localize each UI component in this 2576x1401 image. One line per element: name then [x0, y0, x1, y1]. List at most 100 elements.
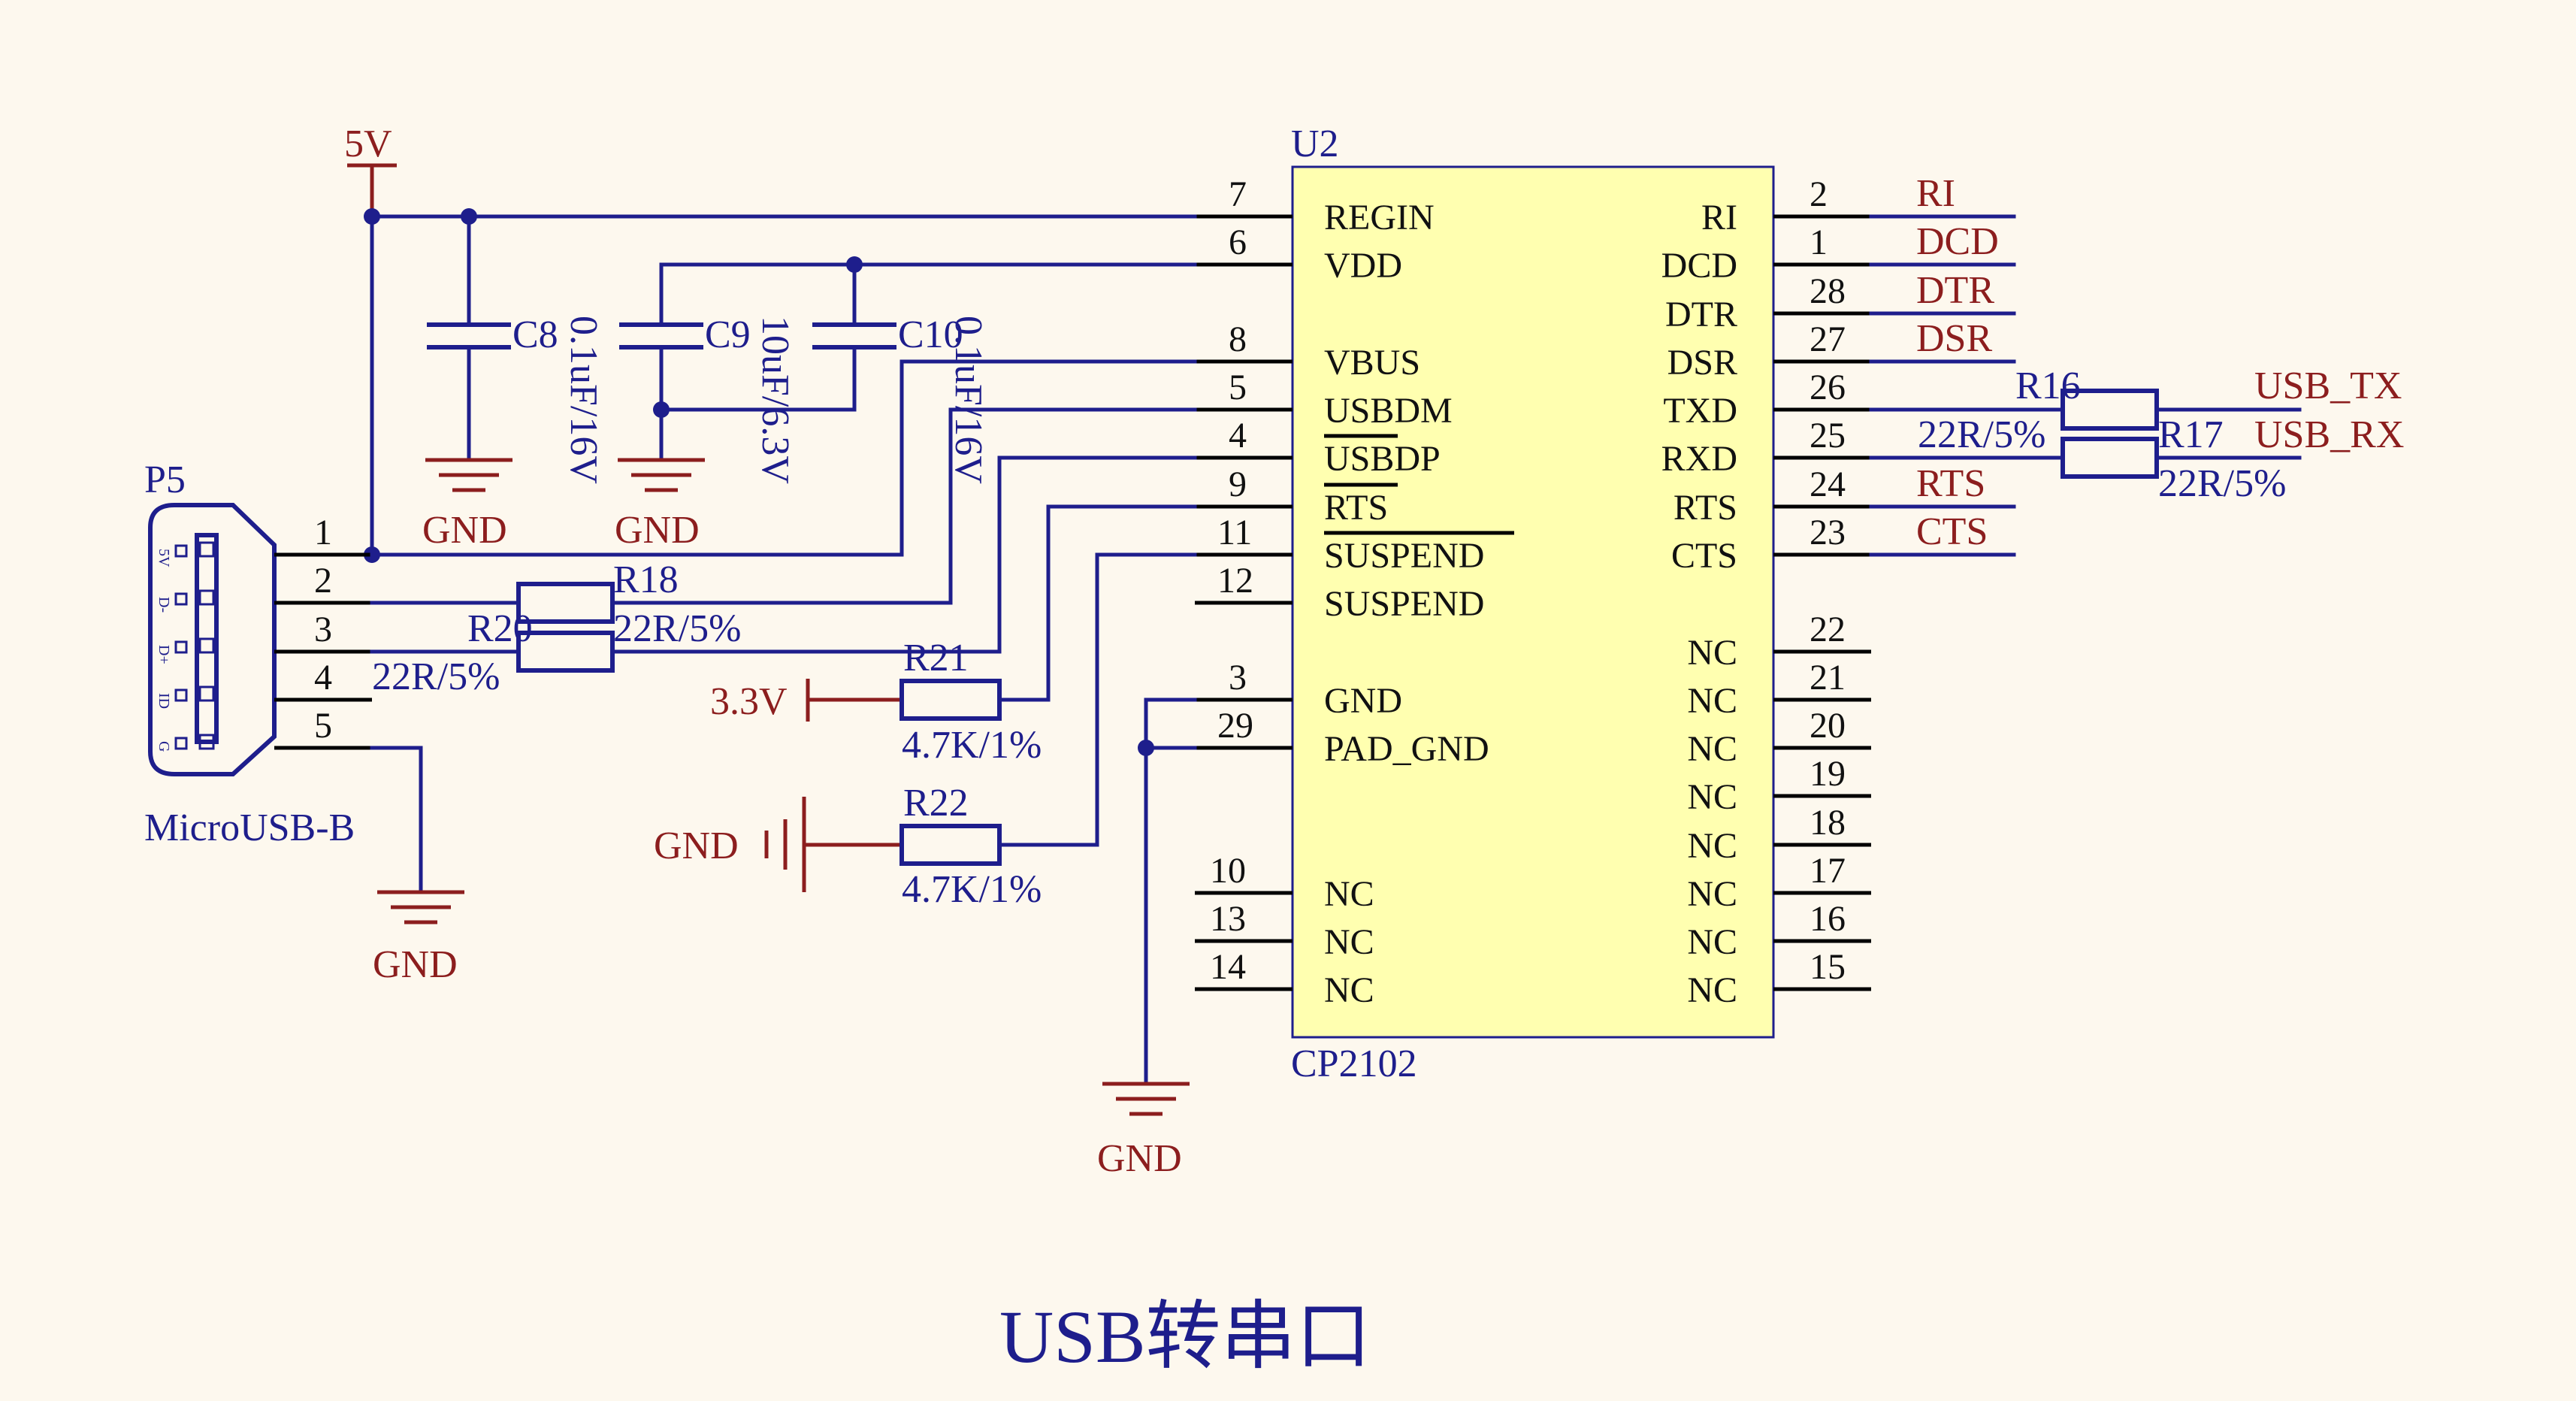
pin-name: NC — [1687, 729, 1737, 769]
net-label-dcd: DCD — [1916, 220, 1999, 263]
pin-number: 2 — [314, 561, 332, 601]
r20-ref: R20 — [467, 607, 533, 650]
resistor-r18 — [516, 582, 615, 624]
pin-name: RTS — [1673, 488, 1737, 528]
pin-number: 25 — [1810, 416, 1846, 455]
pad-label: 5V — [156, 549, 172, 567]
vdd-net — [653, 256, 1197, 461]
r16-value: 22R/5% — [1918, 413, 2045, 456]
c8-ref: C8 — [512, 313, 558, 356]
pin-name: NC — [1687, 777, 1737, 817]
pad — [174, 737, 188, 750]
usb-connector-p5: P5 5V D- D+ ID G MicroUSB-B 1 2 3 4 5 — [144, 458, 372, 849]
gnd-label: GND — [1097, 1137, 1182, 1180]
pin-name: NC — [1687, 681, 1737, 721]
net-label-rts: RTS — [1916, 462, 1985, 505]
junction — [846, 256, 863, 273]
right-net-labels: RI DCD DTR DSR RTS CTS — [1869, 172, 2016, 557]
pin-number: 5 — [314, 706, 332, 746]
pad — [198, 734, 215, 750]
c9-value: 10uF/6.3V — [754, 316, 797, 484]
resistor-r17 — [2060, 437, 2159, 479]
pin-number: 18 — [1810, 803, 1846, 843]
pin-name: DTR — [1665, 295, 1737, 334]
r17-ref: R17 — [2158, 413, 2224, 456]
pin-number: 6 — [1229, 222, 1247, 262]
pin-number: 23 — [1810, 513, 1846, 552]
capacitor-c10: C10 0.1uF/16V — [812, 313, 990, 484]
pin-number: 3 — [314, 610, 332, 649]
r20-value: 22R/5% — [372, 655, 500, 698]
pad-label: G — [156, 741, 172, 752]
pin-name: REGIN — [1324, 198, 1435, 238]
pin-name: RI — [1701, 198, 1737, 238]
net-label-dtr: DTR — [1916, 269, 1994, 312]
resistor-r22 — [899, 824, 1002, 866]
gnd-label: GND — [422, 509, 507, 552]
gnd-label-r22: GND — [654, 825, 739, 867]
pin-name: NC — [1687, 970, 1737, 1010]
gnd-symbol-chip: GND — [1097, 697, 1197, 1180]
pin-number: 24 — [1810, 464, 1846, 504]
pin-number: 20 — [1810, 706, 1846, 746]
resistor-r22-group: GND R22 4.7K/1% — [654, 552, 1197, 911]
chip-pin: 2RI — [1701, 174, 1871, 238]
r21-ref: R21 — [903, 637, 969, 679]
pin-name: VBUS — [1324, 343, 1420, 383]
gnd-label: GND — [373, 943, 458, 986]
gnd-symbol-connector: GND — [370, 746, 464, 986]
pin-name: SUSPEND — [1324, 536, 1484, 576]
pin-name: USBDM — [1324, 391, 1453, 431]
pin-name: NC — [1687, 826, 1737, 866]
pin-name: NC — [1324, 922, 1374, 962]
pin-name: CTS — [1671, 536, 1737, 576]
pad — [198, 541, 215, 558]
pin-number: 11 — [1217, 513, 1252, 552]
pin-number: 12 — [1217, 561, 1253, 601]
pin-number: 4 — [1229, 416, 1247, 455]
r21-value: 4.7K/1% — [902, 724, 1042, 767]
resistor-r21-group: 3.3V R21 4.7K/1% — [710, 504, 1197, 767]
pin-number: 13 — [1210, 899, 1246, 939]
resistor-r20 — [516, 631, 615, 673]
c9-ref: C9 — [705, 313, 751, 356]
pin-number: 28 — [1810, 271, 1846, 311]
pin-name: USBDP — [1324, 439, 1441, 479]
pad — [198, 685, 215, 702]
pad — [174, 592, 188, 606]
pin-number: 8 — [1229, 319, 1247, 359]
pin-number: 5 — [1229, 368, 1247, 407]
pin-number: 21 — [1810, 658, 1846, 697]
gnd-label: GND — [615, 509, 700, 552]
pin-name: NC — [1324, 970, 1374, 1010]
cp2102-body — [1291, 165, 1775, 1039]
pad — [174, 688, 188, 702]
pad — [198, 637, 215, 654]
connector-part: MicroUSB-B — [144, 806, 355, 849]
pad — [198, 589, 215, 606]
pin-name: TXD — [1663, 391, 1737, 431]
pad-label: D- — [156, 597, 172, 613]
pin-name: NC — [1687, 922, 1737, 962]
